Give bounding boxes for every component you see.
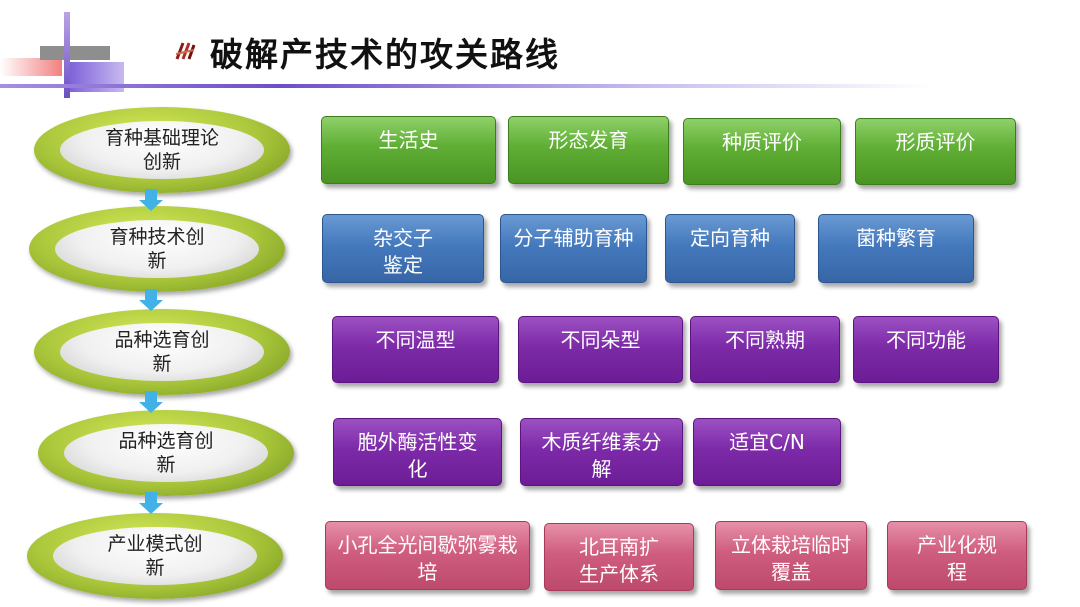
stage-label: 产业模式创 新 [107,533,203,579]
down-arrow-icon [139,189,163,213]
item-box: 北耳南扩 生产体系 [544,523,694,591]
stage-oval-2: 育种技术创 新 [29,206,285,292]
header-decoration-bar [64,12,70,98]
item-box: 不同功能 [853,316,999,383]
header-decoration-red [0,58,62,76]
down-arrow-icon [139,492,163,516]
item-box: 形态发育 [508,116,669,184]
stage-oval-4: 品种选育创 新 [38,410,294,496]
item-box: 木质纤维素分 解 [520,418,683,486]
down-arrow-icon [139,391,163,415]
item-box: 种质评价 [683,118,841,185]
item-box: 形质评价 [855,118,1016,185]
stage-label: 育种技术创 新 [109,226,205,272]
header-decoration-gray [40,46,110,60]
item-box: 分子辅助育种 [500,214,647,283]
stage-oval-1: 育种基础理论 创新 [34,107,290,193]
page-title: 破解产技术的攻关路线 [210,35,560,74]
item-box: 适宜C/N [693,418,841,486]
stage-oval-3: 品种选育创 新 [34,309,290,395]
dna-icon [175,42,196,60]
stage-label: 品种选育创 新 [118,430,214,476]
item-box: 定向育种 [665,214,795,283]
stage-label: 育种基础理论 创新 [104,127,219,173]
header-underline [0,84,930,88]
item-box: 杂交子 鉴定 [322,214,484,283]
item-box: 产业化规 程 [887,521,1027,590]
item-box: 不同熟期 [690,316,840,383]
down-arrow-icon [139,289,163,313]
item-box: 菌种繁育 [818,214,974,283]
stage-oval-5: 产业模式创 新 [27,513,283,599]
item-box: 不同朵型 [518,316,683,383]
item-box: 立体栽培临时 覆盖 [715,521,867,590]
item-box: 不同温型 [332,316,499,383]
item-box: 生活史 [321,116,496,184]
item-box: 胞外酶活性变 化 [333,418,502,486]
item-box: 小孔全光间歇弥雾栽 培 [325,521,530,590]
stage-label: 品种选育创 新 [114,329,210,375]
